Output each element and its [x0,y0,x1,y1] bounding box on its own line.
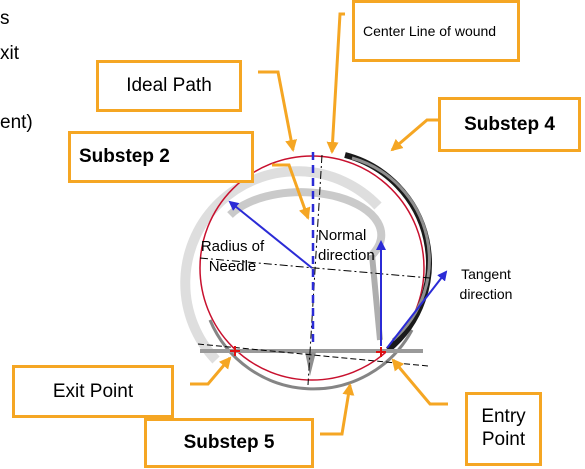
substep-4-box: Substep 4 [438,97,581,152]
normal-direction-label: Normal direction [318,227,375,264]
tangent-arrow [386,270,448,349]
center-line-axis [307,154,323,386]
substep-5-callout [320,383,355,436]
substep-2-box: Substep 2 [68,131,254,183]
center-line-callout [326,12,345,154]
left-fragment-3: ent) [0,112,33,133]
radius-arrow [228,200,313,269]
ideal-path-box: Ideal Path [96,60,242,112]
needle-gray-arc [351,156,431,342]
wound-notch [305,352,316,376]
exit-point-box: Exit Point [12,365,174,418]
entry-point-callout [391,358,448,406]
entry-point-marker [376,347,386,357]
needle-body [180,166,386,364]
substep-2-callout [272,163,311,220]
exit-point-marker [230,346,240,356]
substep-5-box: Substep 5 [144,418,314,468]
left-fragment-1: s [0,8,10,29]
entry-point-box: Entry Point [465,392,542,466]
ideal-path-callout [258,70,298,152]
radius-of-needle-label: Radius of Needle [200,238,265,275]
tangent-line [197,343,429,367]
substep-4-callout [390,118,442,152]
tangent-direction-label: Tangent direction [459,266,513,302]
center-line-box: Center Line of wound [352,0,520,62]
left-fragment-2: xit [0,43,19,64]
exit-point-callout [190,356,232,386]
callout-arrows [190,12,448,436]
